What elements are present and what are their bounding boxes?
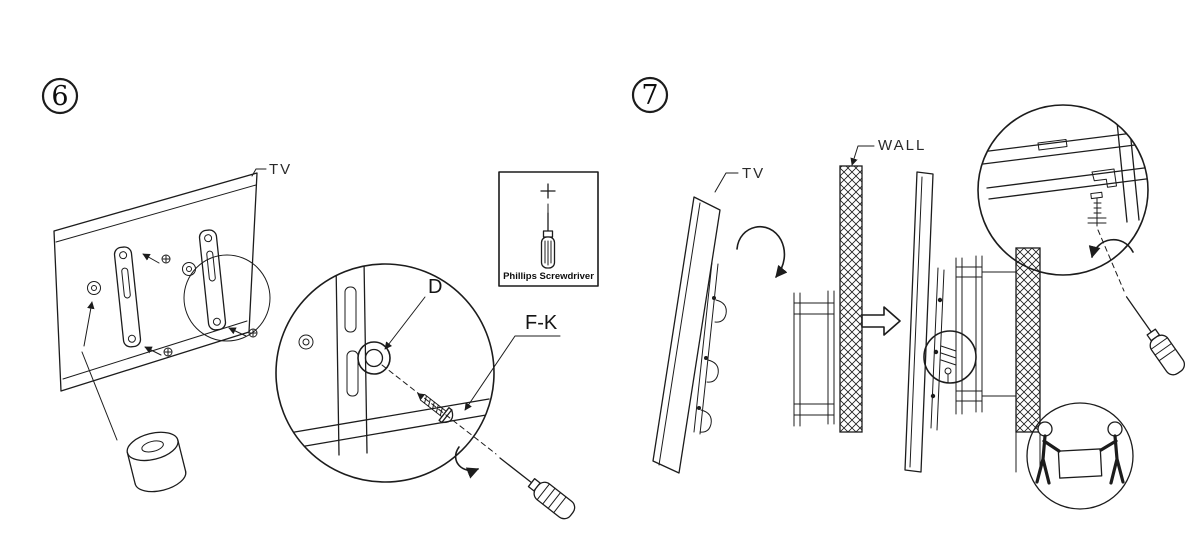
wall-hatch (839, 165, 863, 433)
screw-axis-line (381, 364, 497, 455)
step-6-number: 6 (51, 81, 68, 112)
inset-caption: Phillips Screwdriver (503, 271, 594, 282)
screw-icon (144, 346, 173, 357)
zoom-source-circle (183, 254, 271, 342)
screwdriver-icon (540, 203, 556, 269)
screwdriver-icon (1125, 296, 1186, 376)
wall-label: WALL (878, 137, 926, 154)
wall-label-leader (850, 145, 875, 166)
step-6-panel: 6 (41, 77, 599, 520)
two-person-lift-icon (1026, 402, 1134, 510)
step-7-number: 7 (641, 80, 658, 111)
tv-label: TV (742, 165, 765, 182)
wall-plate (793, 290, 835, 427)
step-6-badge: 6 (41, 77, 79, 115)
lock-screw-highlight (923, 330, 977, 384)
rotation-arrow-icon (454, 446, 480, 479)
hole-label-leader (384, 296, 426, 350)
wall-hatch (1015, 247, 1041, 433)
tv-label: TV (269, 161, 292, 178)
screw-icon (142, 253, 171, 264)
mounted-assembly (904, 171, 1041, 473)
hole-label: D (428, 276, 442, 298)
flange-nut-icon (357, 341, 391, 375)
step-7-badge: 7 (631, 76, 669, 114)
screw-axis-line (1097, 229, 1125, 292)
magnifier-circle: D F-K (275, 263, 576, 520)
screw-side-icon (417, 393, 454, 424)
screw-icon (228, 327, 258, 338)
tv-panel-tilted (652, 196, 727, 474)
screwdriver-icon (499, 457, 576, 520)
curved-hook-arrow-icon (736, 226, 788, 278)
phillips-screwdriver-inset: Phillips Screwdriver (498, 171, 599, 287)
detail-bracket-view (282, 264, 493, 456)
screw-label: F-K (525, 312, 558, 334)
insert-arrow-icon (861, 306, 901, 336)
screw-label-leader (464, 335, 561, 411)
magnifier-circle (977, 104, 1186, 376)
mounting-bracket-right (198, 229, 227, 331)
step-7-panel: 7 TV WALL (631, 76, 1186, 510)
tv-label-leader (251, 168, 267, 177)
mounting-bracket-left (113, 246, 142, 348)
spacer-leader-line (81, 351, 118, 441)
spacer-cylinder-icon (126, 431, 187, 493)
detail-hook-view (980, 109, 1148, 227)
phillips-head-icon (540, 183, 556, 199)
rotation-arrow-icon (1088, 238, 1134, 259)
tv-label-leader (714, 172, 739, 193)
